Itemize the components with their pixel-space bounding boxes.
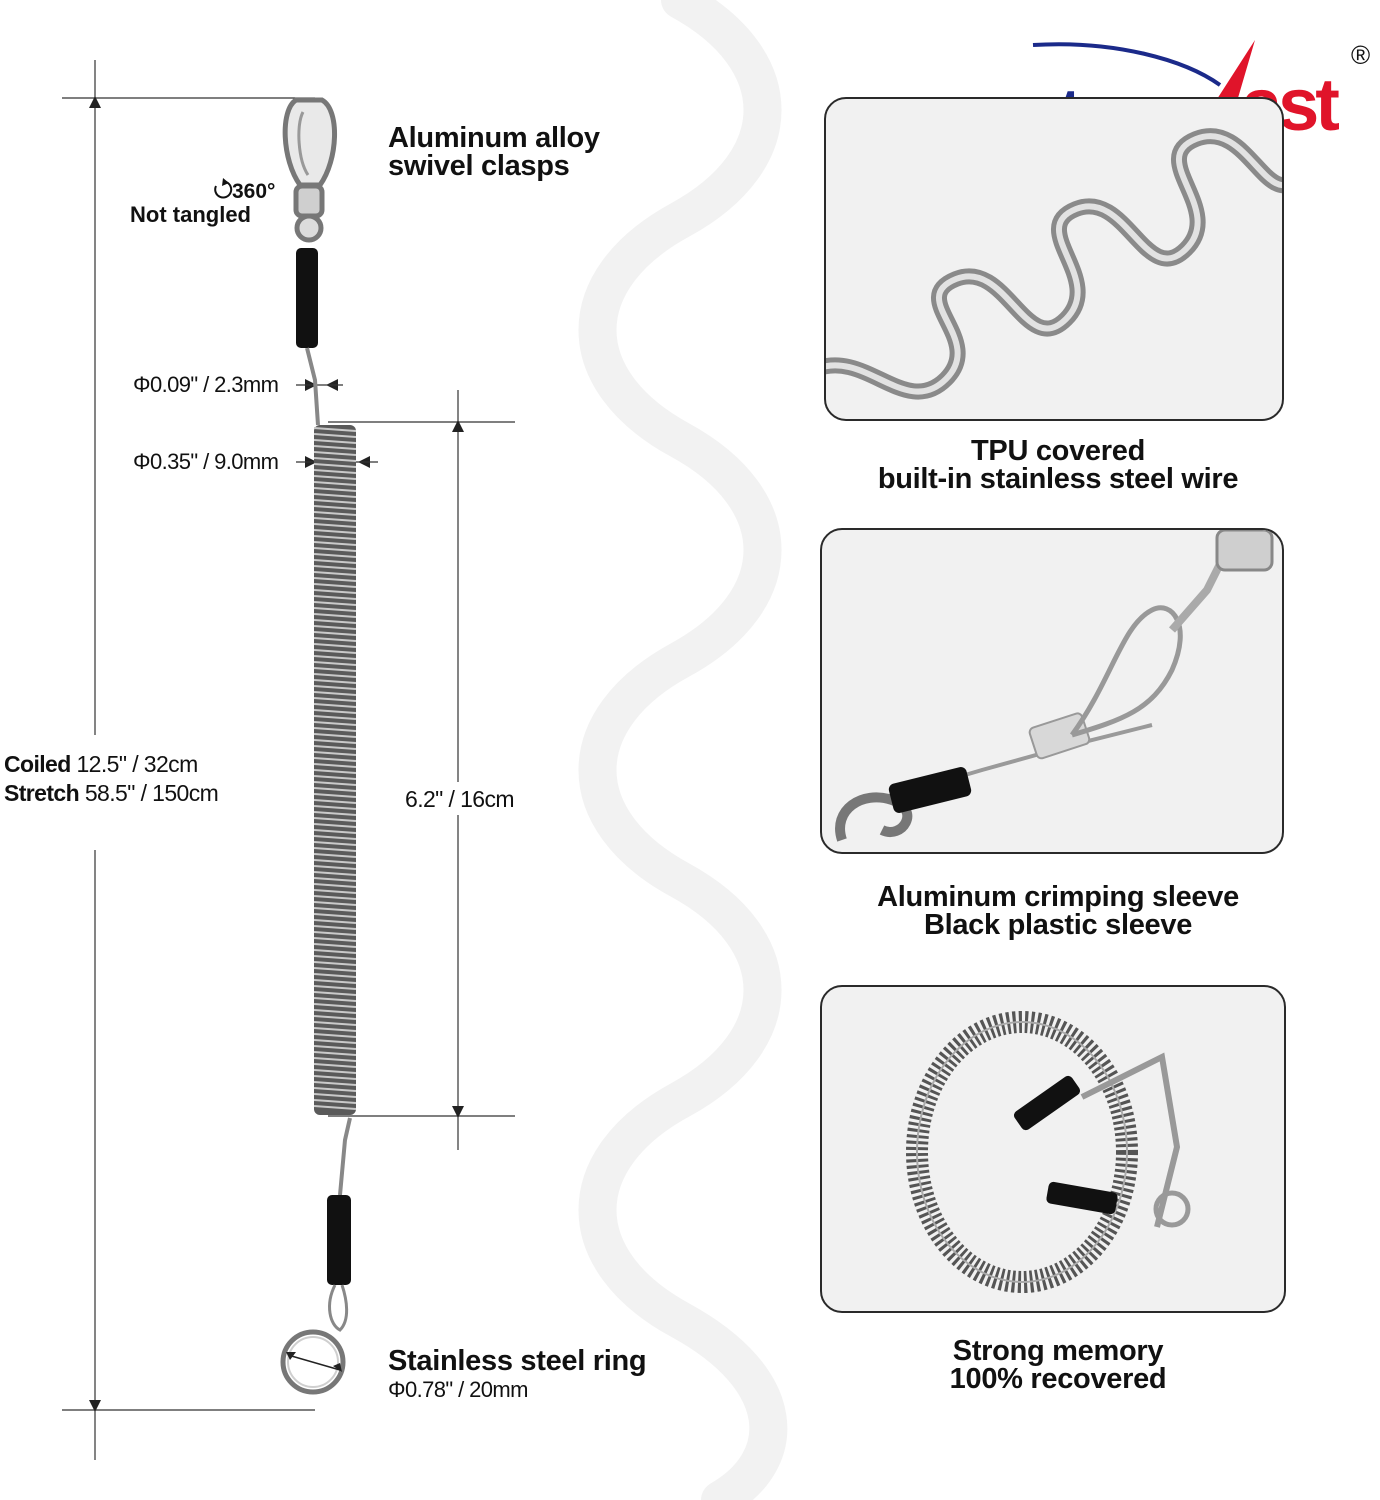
registered-mark: ® xyxy=(1351,40,1371,70)
lanyard-diagram xyxy=(62,60,515,1460)
feature-caption-memory-line1: Strong memory xyxy=(952,1335,1164,1367)
coiled-label: Coiled xyxy=(4,751,71,777)
feature-caption-memory-line2: 100% recovered xyxy=(949,1363,1167,1395)
feature-caption-sleeve: Aluminum crimping sleeve Black plastic s… xyxy=(820,881,1296,941)
feature-caption-sleeve-line1: Aluminum crimping sleeve xyxy=(877,881,1239,913)
swivel-degrees: 360° xyxy=(232,180,276,203)
memory-coil-image xyxy=(906,1011,1191,1293)
feature-caption-sleeve-line2: Black plastic sleeve xyxy=(923,909,1193,941)
feature-card-memory xyxy=(820,985,1286,1313)
feature-caption-wire-line2: built-in stainless steel wire xyxy=(877,463,1239,495)
stretch-value: 58.5" / 150cm xyxy=(84,780,219,806)
bottom-black-sleeve xyxy=(327,1195,351,1285)
feature-caption-wire-line1: TPU covered xyxy=(971,435,1145,467)
coil-body xyxy=(313,425,357,1115)
background-spiral-graphic xyxy=(578,0,788,1500)
feature-card-sleeve xyxy=(820,528,1284,854)
swivel-clasp xyxy=(282,97,338,243)
feature-caption-wire: TPU covered built-in stainless steel wir… xyxy=(820,435,1296,495)
ring-size: Φ0.78" / 20mm xyxy=(388,1377,528,1402)
coil-diameter-label: Φ0.35" / 9.0mm xyxy=(133,449,279,474)
swivel-note: Not tangled xyxy=(130,202,251,227)
top-black-sleeve xyxy=(296,248,318,348)
feature-caption-memory: Strong memory 100% recovered xyxy=(820,1335,1296,1395)
coil-length-label: 6.2" / 16cm xyxy=(403,786,516,813)
clasp-title: Aluminum alloy swivel clasps xyxy=(388,122,600,182)
wire-diameter-label: Φ0.09" / 2.3mm xyxy=(133,372,279,397)
clasp-title-line2: swivel clasps xyxy=(388,150,570,182)
dimension-lines xyxy=(62,60,515,1460)
ring-title: Stainless steel ring xyxy=(388,1345,647,1377)
coiled-value: 12.5" / 32cm xyxy=(76,751,198,777)
coil-closeup-image xyxy=(826,128,1282,400)
sleeve-closeup-image xyxy=(835,530,1274,842)
length-spec: Coiled 12.5" / 32cm Stretch 58.5" / 150c… xyxy=(4,750,219,808)
feature-card-wire xyxy=(824,97,1284,421)
clasp-title-line1: Aluminum alloy xyxy=(388,122,600,154)
stretch-label: Stretch xyxy=(4,780,80,806)
split-ring xyxy=(280,1329,346,1395)
